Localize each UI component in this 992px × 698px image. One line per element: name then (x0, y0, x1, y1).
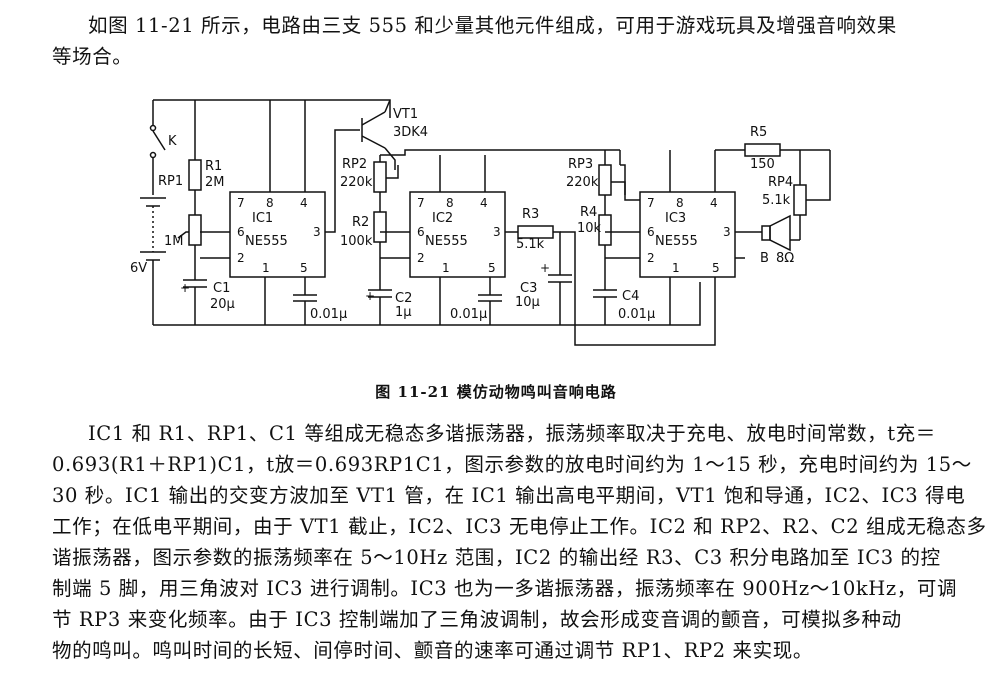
label-r5: R5 (750, 125, 767, 140)
label-r3-val: 5.1k (516, 237, 545, 252)
svg-text:7: 7 (417, 196, 425, 210)
svg-text:1: 1 (672, 261, 680, 275)
label-k: K (168, 134, 177, 149)
label-r2: R2 (352, 215, 369, 230)
intro-paragraph: 如图 11-21 所示，电路由三支 555 和少量其他元件组成，可用于游戏玩具及… (52, 10, 932, 72)
svg-text:+: + (180, 281, 190, 295)
svg-text:8: 8 (266, 196, 274, 210)
label-ic3: IC3 (665, 211, 686, 226)
label-ic2: IC2 (432, 211, 453, 226)
label-r1: R1 (205, 159, 222, 174)
label-ic3-type: NE555 (655, 234, 698, 249)
svg-text:1: 1 (262, 261, 270, 275)
svg-text:5: 5 (712, 261, 720, 275)
intro-line: 等场合。 (52, 45, 133, 68)
label-rp4-val: 5.1k (762, 193, 791, 208)
svg-text:2: 2 (647, 251, 655, 265)
label-c1-val: 20μ (210, 297, 235, 312)
label-r5-val: 150 (750, 157, 775, 172)
label-vt1: VT1 (393, 107, 418, 122)
label-speaker: B (760, 251, 769, 266)
label-c2-val: 1μ (395, 305, 412, 320)
body-line: 0.693(R1＋RP1)C1，t放＝0.693RP1C1，图示参数的放电时间约… (52, 453, 972, 476)
body-line: 节 RP3 来变化频率。由于 IC3 控制端加了三角波调制，故会形成变音调的颤音… (52, 608, 902, 631)
body-paragraph: IC1 和 R1、RP1、C1 等组成无稳态多谐振荡器，振荡频率取决于充电、放电… (52, 418, 987, 666)
label-r3: R3 (522, 207, 539, 222)
label-r2-val: 100k (340, 234, 373, 249)
body-line: 制端 5 脚，用三角波对 IC3 进行调制。IC3 也为一多谐振荡器，振荡频率在… (52, 577, 958, 600)
label-c3: C3 (520, 281, 537, 296)
label-c-01b: 0.01μ (450, 307, 487, 322)
svg-text:8: 8 (446, 196, 454, 210)
svg-text:3: 3 (723, 225, 731, 239)
body-line: 工作；在低电平期间，由于 VT1 截止，IC2、IC3 无电停止工作。IC2 和… (52, 515, 987, 538)
label-vt1-type: 3DK4 (393, 125, 428, 140)
label-rp3-val: 220k (566, 175, 599, 190)
svg-text:2: 2 (237, 251, 245, 265)
circuit-diagram: K R1 2M RP1 1M 6V C1 20μ IC1 NE555 0.01μ… (130, 99, 831, 346)
label-c-01a: 0.01μ (310, 307, 347, 322)
label-rp4: RP4 (768, 175, 793, 190)
label-c4-val: 0.01μ (618, 307, 655, 322)
svg-text:3: 3 (493, 225, 501, 239)
label-ic2-type: NE555 (425, 234, 468, 249)
svg-text:6: 6 (417, 225, 425, 239)
body-line: 30 秒。IC1 输出的交变方波加至 VT1 管，在 IC1 输出高电平期间，V… (52, 484, 966, 507)
svg-text:7: 7 (647, 196, 655, 210)
svg-text:6: 6 (647, 225, 655, 239)
label-c1: C1 (213, 281, 230, 296)
svg-text:+: + (540, 261, 550, 275)
label-rp3: RP3 (568, 157, 593, 172)
svg-text:1: 1 (442, 261, 450, 275)
body-line: 物的鸣叫。鸣叫时间的长短、间停时间、颤音的速率可通过调节 RP1、RP2 来实现… (52, 639, 813, 662)
svg-text:7: 7 (237, 196, 245, 210)
svg-text:4: 4 (710, 196, 718, 210)
label-c2: C2 (395, 291, 412, 306)
label-ic1-type: NE555 (245, 234, 288, 249)
figure-caption: 图 11-21 模仿动物鸣叫音响电路 (375, 383, 617, 401)
label-r4: R4 (580, 205, 597, 220)
label-battery: 6V (130, 261, 147, 276)
svg-text:8: 8 (676, 196, 684, 210)
label-rp1-val: 1M (164, 234, 184, 249)
svg-text:4: 4 (480, 196, 488, 210)
svg-text:4: 4 (300, 196, 308, 210)
svg-text:2: 2 (417, 251, 425, 265)
body-line: 谐振荡器，图示参数的振荡频率在 5～10Hz 范围，IC2 的输出经 R3、C3… (52, 546, 941, 569)
svg-text:5: 5 (488, 261, 496, 275)
label-rp2: RP2 (342, 157, 367, 172)
svg-text:+: + (365, 289, 375, 303)
svg-text:3: 3 (313, 225, 321, 239)
intro-line: 如图 11-21 所示，电路由三支 555 和少量其他元件组成，可用于游戏玩具及… (88, 14, 897, 37)
body-line: IC1 和 R1、RP1、C1 等组成无稳态多谐振荡器，振荡频率取决于充电、放电… (88, 422, 936, 445)
label-c4: C4 (622, 289, 639, 304)
label-rp2-val: 220k (340, 175, 373, 190)
label-c3-val: 10μ (515, 295, 540, 310)
label-r1-val: 2M (205, 175, 225, 190)
svg-text:6: 6 (237, 225, 245, 239)
svg-text:5: 5 (300, 261, 308, 275)
label-r4-val: 10k (577, 221, 602, 236)
label-speaker-val: 8Ω (776, 251, 794, 266)
label-rp1: RP1 (158, 174, 183, 189)
label-ic1: IC1 (252, 211, 273, 226)
